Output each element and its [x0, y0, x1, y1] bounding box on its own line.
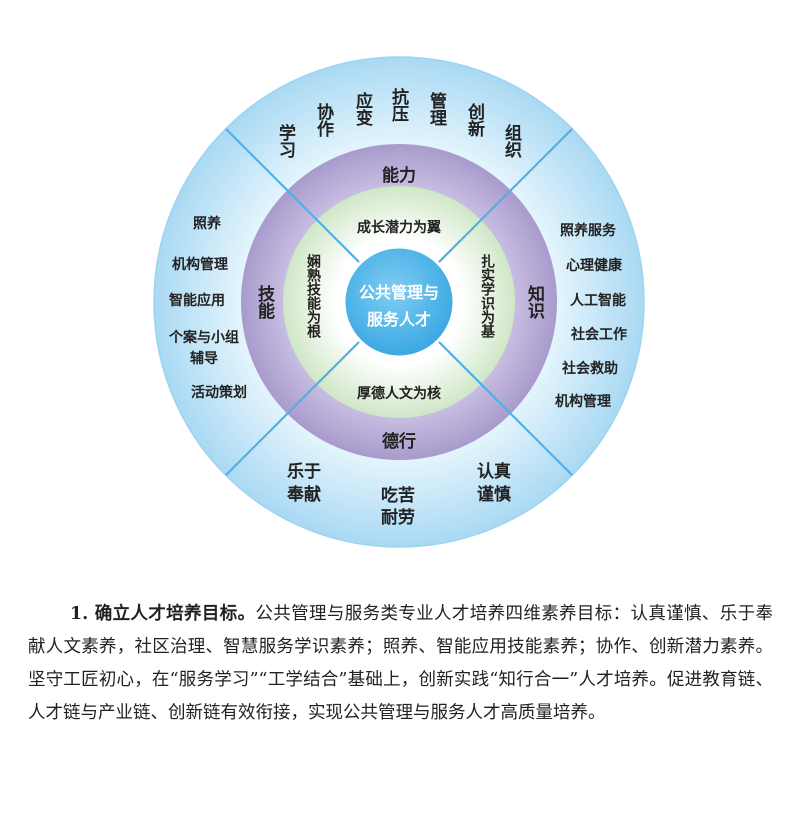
outer-right-group: 照养服务 心理健康 人工智能 社会工作 社会救助 机构管理: [555, 222, 627, 410]
outer-right-item: 机构管理: [555, 393, 611, 410]
paragraph-lead: 1. 确立人才培养目标。: [70, 604, 256, 624]
outer-top-group: 学习 协作 应变 抗压 管理 创新 组织: [275, 87, 522, 159]
outer-right-item: 心理健康: [566, 257, 623, 274]
outer-left-group: 照养 机构管理 智能应用 个案与小组 辅导 活动策划: [168, 215, 247, 401]
outer-left-item: 辅导: [190, 350, 218, 367]
outer-top-item: 抗压: [388, 87, 409, 123]
paragraph-body: 公共管理与服务类专业人才培养四维素养目标：认真谨慎、乐于奉献人文素养，社区治理、…: [28, 604, 773, 723]
inner-label-left: 娴熟技能为根: [305, 253, 321, 339]
outer-bottom-group: 乐于 奉献 吃苦 耐劳 认真 谨慎: [286, 461, 511, 528]
middle-label-top: 能力: [382, 165, 416, 186]
outer-right-item: 社会工作: [570, 326, 627, 343]
outer-bottom-item: 吃苦: [381, 485, 415, 506]
middle-label-right: 知识: [524, 284, 546, 320]
talent-cultivation-diagram: 公共管理与 服务人才 成长潜力为翼 厚德人文为核 娴熟技能为根 扎实学识为基 能…: [153, 56, 645, 548]
outer-bottom-item: 耐劳: [381, 507, 415, 528]
center-label-line2: 服务人才: [367, 310, 431, 329]
inner-label-bottom: 厚德人文为核: [357, 385, 441, 402]
outer-left-item: 活动策划: [191, 384, 247, 401]
outer-bottom-item: 认真: [477, 461, 511, 482]
outer-right-item: 社会救助: [561, 360, 618, 377]
outer-bottom-item: 谨慎: [477, 484, 511, 505]
outer-left-item: 个案与小组: [168, 329, 239, 346]
inner-label-top: 成长潜力为翼: [357, 219, 441, 236]
inner-label-right: 扎实学识为基: [479, 253, 495, 339]
outer-left-item: 智能应用: [168, 292, 225, 309]
outer-right-item: 人工智能: [570, 292, 626, 309]
middle-label-left: 技能: [254, 284, 275, 320]
description-paragraph: 1. 确立人才培养目标。公共管理与服务类专业人才培养四维素养目标：认真谨慎、乐于…: [28, 598, 773, 730]
outer-top-item: 管理: [426, 91, 447, 126]
outer-top-item: 学习: [275, 123, 296, 158]
outer-bottom-item: 乐于: [287, 462, 321, 482]
middle-label-bottom: 德行: [382, 431, 416, 452]
outer-right-item: 照养服务: [560, 222, 617, 239]
outer-top-item: 创新: [464, 102, 486, 137]
outer-left-item: 照养: [193, 215, 222, 232]
outer-top-item: 协作: [313, 102, 334, 138]
center-circle: [342, 245, 456, 359]
outer-bottom-item: 奉献: [286, 484, 321, 505]
center-label-line1: 公共管理与: [359, 283, 439, 302]
outer-left-item: 机构管理: [172, 256, 228, 273]
outer-top-item: 组织: [501, 123, 522, 159]
outer-top-item: 应变: [352, 91, 373, 127]
